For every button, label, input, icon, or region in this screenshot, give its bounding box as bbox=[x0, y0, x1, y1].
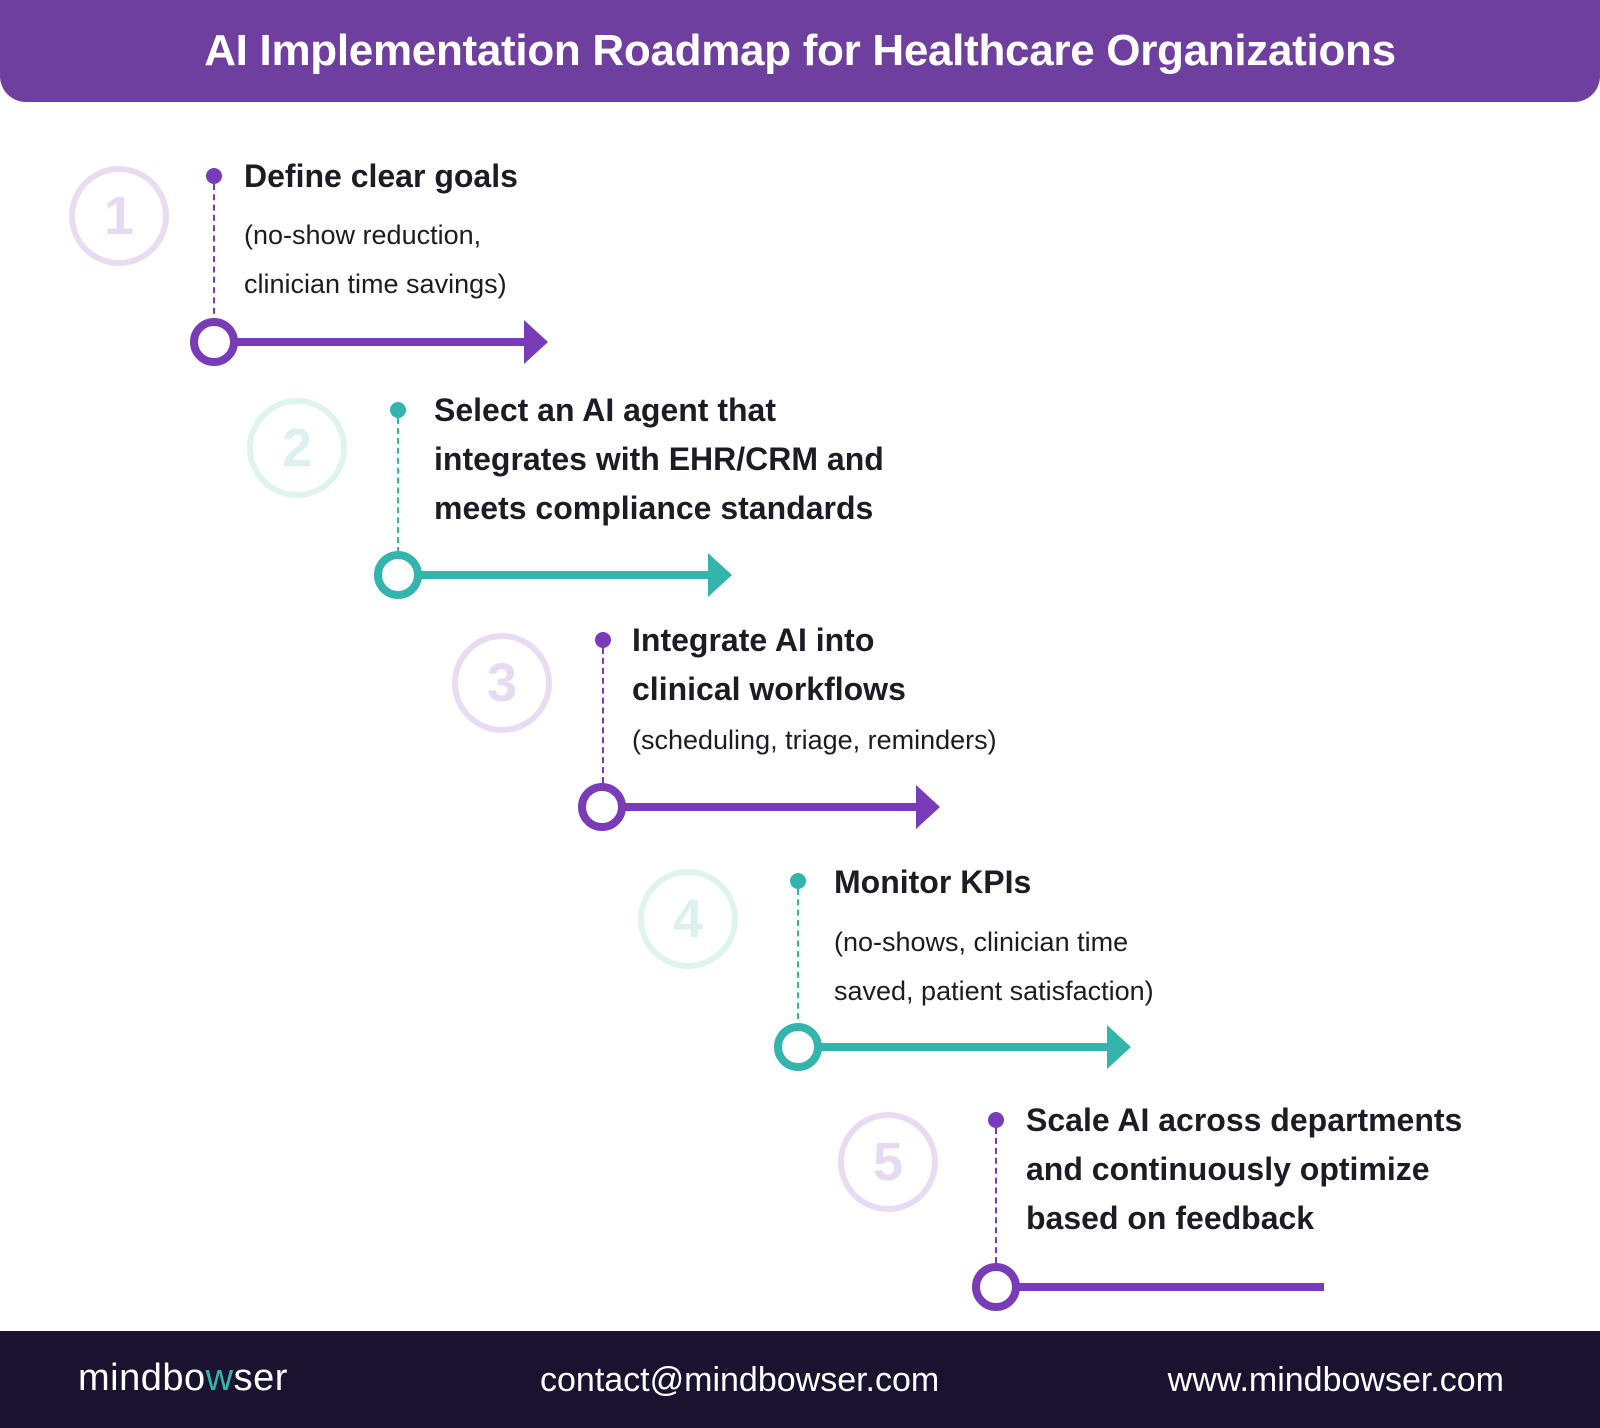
step-title: Define clear goals bbox=[244, 158, 518, 194]
dashed-connector bbox=[213, 184, 215, 324]
dashed-connector bbox=[797, 889, 799, 1019]
step-subtitle: (scheduling, triage, reminders) bbox=[632, 725, 997, 755]
milestone-ring bbox=[774, 1023, 822, 1071]
step-number-circle: 2 bbox=[247, 398, 347, 498]
bullet-dot bbox=[595, 632, 611, 648]
step-number-circle: 1 bbox=[69, 166, 169, 266]
milestone-ring bbox=[190, 318, 238, 366]
timeline-bar bbox=[236, 338, 526, 346]
timeline-bar bbox=[820, 1043, 1110, 1051]
website-link[interactable]: www.mindbowser.com bbox=[1167, 1361, 1504, 1399]
step-number-circle: 4 bbox=[638, 869, 738, 969]
arrowhead-icon bbox=[524, 320, 548, 364]
timeline-bar bbox=[1018, 1283, 1324, 1291]
timeline-bar bbox=[420, 571, 710, 579]
step-title: Monitor KPIs bbox=[834, 864, 1032, 900]
timeline-bar bbox=[624, 803, 918, 811]
footer-bar: mindbowser contact@mindbowser.com www.mi… bbox=[0, 1331, 1600, 1428]
arrowhead-icon bbox=[708, 553, 732, 597]
milestone-ring bbox=[374, 551, 422, 599]
page-title: AI Implementation Roadmap for Healthcare… bbox=[204, 26, 1396, 75]
dashed-connector bbox=[995, 1128, 997, 1263]
dashed-connector bbox=[602, 648, 604, 783]
milestone-ring bbox=[972, 1263, 1020, 1311]
step-number-circle: 5 bbox=[838, 1112, 938, 1212]
step-subtitle: (no-show reduction,clinician time saving… bbox=[244, 220, 507, 299]
bullet-dot bbox=[988, 1112, 1004, 1128]
milestone-ring bbox=[578, 783, 626, 831]
bullet-dot bbox=[206, 168, 222, 184]
arrowhead-icon bbox=[916, 785, 940, 829]
dashed-connector bbox=[397, 418, 399, 553]
step-number-circle: 3 bbox=[452, 633, 552, 733]
contact-email-link[interactable]: contact@mindbowser.com bbox=[540, 1361, 940, 1399]
mindbowser-logo[interactable]: mindbowser bbox=[78, 1357, 288, 1399]
header-banner: AI Implementation Roadmap for Healthcare… bbox=[0, 0, 1600, 102]
arrowhead-icon bbox=[1107, 1025, 1131, 1069]
bullet-dot bbox=[790, 873, 806, 889]
bullet-dot bbox=[390, 402, 406, 418]
